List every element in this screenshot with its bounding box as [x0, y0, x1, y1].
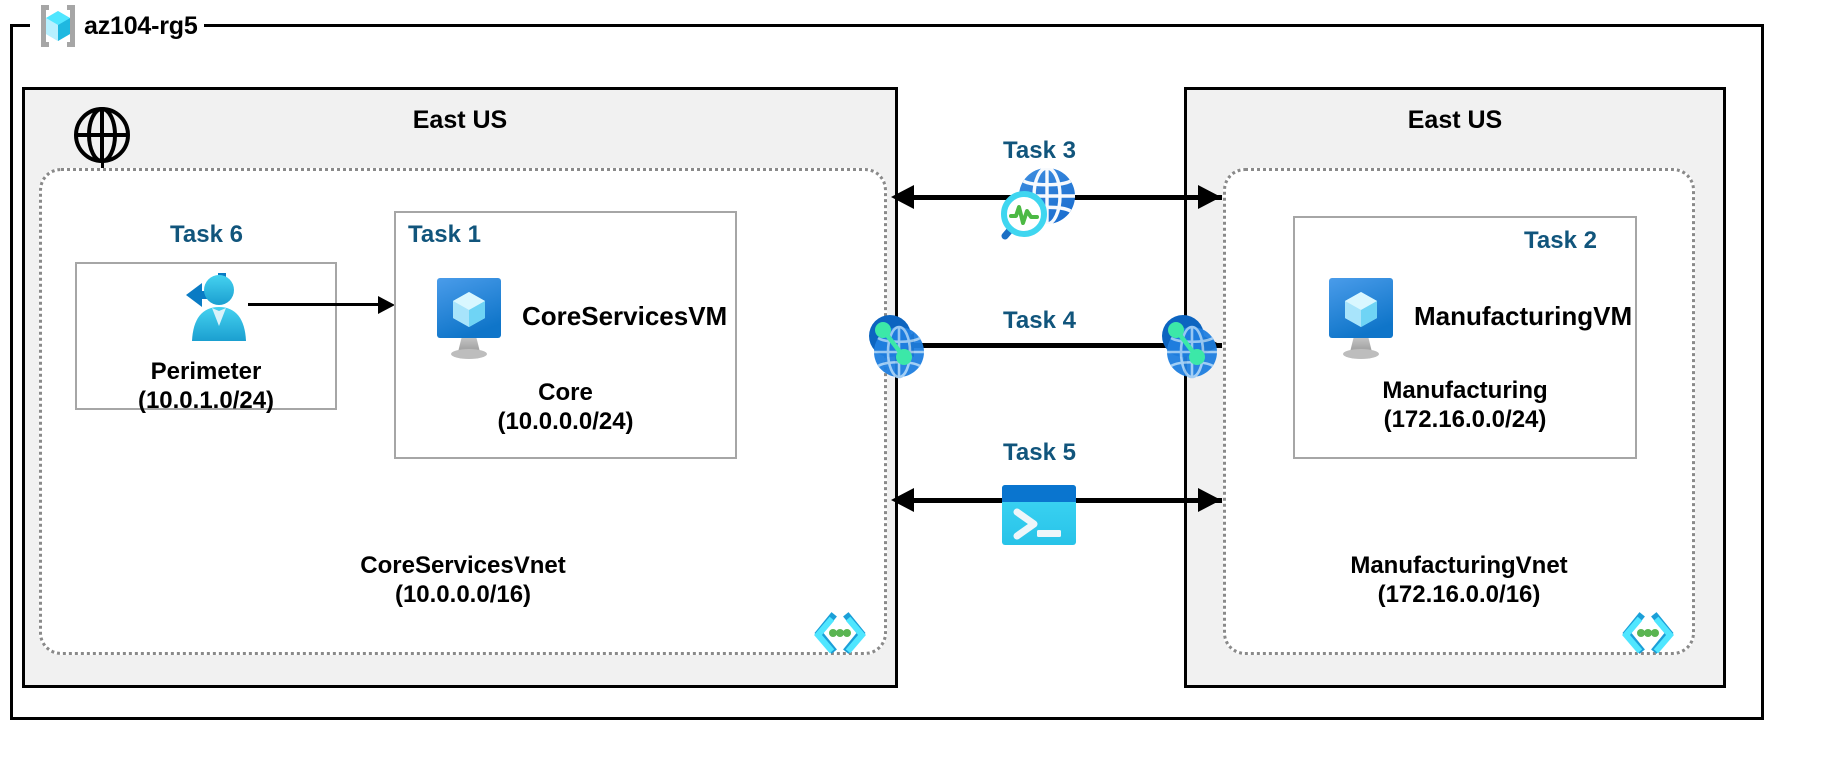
vnet-icon	[1620, 611, 1676, 655]
task-label-3: Task 3	[1003, 137, 1076, 164]
vnet-manufacturingvnet-name: ManufacturingVnet	[1350, 552, 1568, 579]
vnet-icon	[812, 611, 868, 655]
vnet-coreservicesvnet-labels: CoreServicesVnet (10.0.0.0/16)	[42, 551, 884, 610]
subnet-core-name: Core	[538, 379, 593, 406]
vnet-manufacturingvnet-labels: ManufacturingVnet (172.16.0.0/16)	[1226, 551, 1692, 610]
region-east-us-left: East US Task 6	[22, 87, 898, 688]
resource-group-header: az104-rg5	[30, 3, 204, 49]
subnet-perimeter-name: Perimeter	[150, 358, 262, 385]
subnet-core-cidr: (10.0.0.0/24)	[497, 408, 634, 436]
task5-arrowhead-right	[1196, 487, 1222, 513]
globe-icon	[73, 106, 131, 164]
task3-arrowhead-left	[890, 184, 916, 210]
vnet-manufacturingvnet: Task 2	[1223, 168, 1695, 655]
network-watcher-icon	[1000, 163, 1082, 241]
perimeter-to-core-arrowhead	[376, 295, 396, 315]
subnet-manufacturing-cidr: (172.16.0.0/24)	[1383, 406, 1547, 434]
vm-name-coreservicesvm: CoreServicesVM	[522, 301, 728, 331]
region-title-left: East US	[412, 106, 508, 134]
task5-arrowhead-left	[890, 487, 916, 513]
subnet-perimeter-cidr: (10.0.1.0/24)	[137, 387, 275, 415]
bastion-user-icon	[175, 271, 247, 349]
vnet-peering-icon	[1159, 310, 1223, 386]
subnet-core-labels: Core (10.0.0.0/24)	[394, 378, 737, 437]
vnet-coreservicesvnet: Task 6	[39, 168, 887, 655]
cloud-shell-icon	[1001, 484, 1077, 546]
task3-arrowhead-right	[1196, 184, 1222, 210]
task-label-1: Task 1	[408, 221, 481, 248]
vnet-coreservicesvnet-cidr: (10.0.0.0/16)	[394, 581, 532, 609]
vm-name-manufacturingvm: ManufacturingVM	[1414, 301, 1633, 331]
virtual-machine-icon	[1324, 276, 1398, 360]
region-east-us-right: East US Task 2	[1184, 87, 1726, 688]
vnet-peering-icon	[866, 310, 930, 386]
resource-group-boundary	[10, 24, 1764, 720]
perimeter-to-core-line	[248, 303, 380, 306]
vnet-manufacturingvnet-cidr: (172.16.0.0/16)	[1377, 581, 1541, 609]
subnet-perimeter-labels: Perimeter (10.0.1.0/24)	[75, 357, 337, 416]
task-label-5: Task 5	[1003, 439, 1076, 466]
task-label-4: Task 4	[1003, 307, 1076, 334]
vnet-coreservicesvnet-name: CoreServicesVnet	[360, 552, 566, 579]
subnet-manufacturing-labels: Manufacturing (172.16.0.0/24)	[1293, 376, 1637, 435]
task-label-2: Task 2	[1524, 227, 1597, 254]
virtual-machine-icon	[432, 276, 506, 360]
subnet-manufacturing-name: Manufacturing	[1382, 377, 1548, 404]
azure-resource-group-icon	[36, 3, 80, 49]
task-label-6: Task 6	[170, 221, 243, 248]
task4-connector-line	[900, 343, 1222, 348]
region-title-right: East US	[1407, 106, 1503, 134]
resource-group-name: az104-rg5	[84, 11, 198, 40]
